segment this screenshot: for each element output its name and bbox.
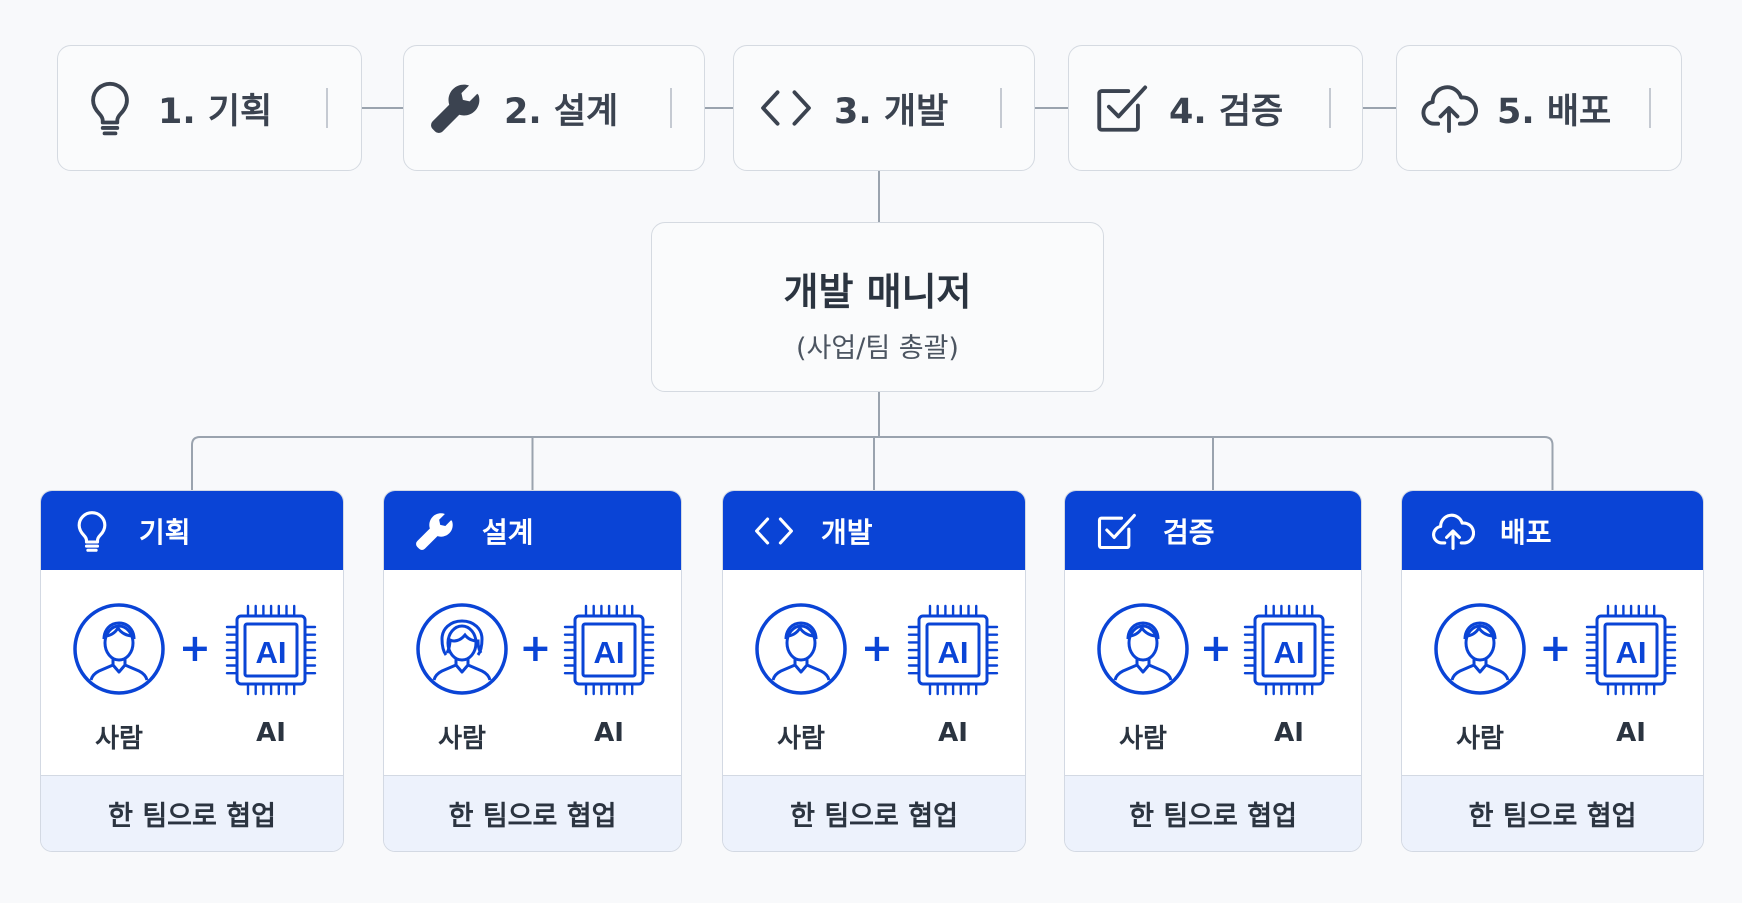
human-label: 사람 xyxy=(1456,724,1504,754)
stage-divider xyxy=(670,88,672,128)
team-title: 검증 xyxy=(1163,515,1215,549)
plus-sign: + xyxy=(519,626,552,670)
team-header: 기획 xyxy=(41,491,343,570)
team-card-5: 배포 + AI 사람 AI 한 팀으로 협업 xyxy=(1401,490,1704,852)
team-body: + AI 사람 AI xyxy=(1402,570,1703,766)
plus-sign: + xyxy=(179,626,211,670)
stage-box-2: 2. 설계 xyxy=(403,45,705,171)
ai-label: AI xyxy=(256,718,286,748)
ai-chip-text: AI xyxy=(594,635,625,670)
ai-label: AI xyxy=(1274,718,1304,748)
human-label: 사람 xyxy=(95,724,143,754)
lightbulb-icon xyxy=(80,78,140,138)
team-header: 배포 xyxy=(1402,491,1703,570)
ai-chip-icon: AI xyxy=(561,602,657,698)
manager-title: 개발 매니저 xyxy=(783,270,972,314)
stage-divider xyxy=(1000,88,1002,128)
checkbox-icon xyxy=(1091,78,1151,138)
human-label: 사람 xyxy=(777,724,825,754)
stage-box-5: 5. 배포 xyxy=(1396,45,1682,171)
team-body: + AI 사람 AI xyxy=(723,570,1025,766)
stage-label: 5. 배포 xyxy=(1497,91,1612,132)
team-body: + AI 사람 AI xyxy=(384,570,681,766)
ai-chip-text: AI xyxy=(1274,635,1305,670)
team-title: 개발 xyxy=(821,515,873,549)
team-title: 기획 xyxy=(139,515,191,549)
human-label: 사람 xyxy=(1119,724,1167,754)
ai-chip-icon: AI xyxy=(1241,602,1337,698)
stage-label: 2. 설계 xyxy=(504,91,619,132)
team-footer: 한 팀으로 협업 xyxy=(723,775,1025,851)
ai-chip-text: AI xyxy=(938,635,969,670)
ai-label: AI xyxy=(1616,718,1646,748)
manager-box: 개발 매니저 (사업/팀 총괄) xyxy=(651,222,1104,392)
plus-sign: + xyxy=(1539,626,1572,670)
male-avatar-icon xyxy=(73,603,165,695)
team-card-3: 개발 + AI 사람 AI 한 팀으로 협업 xyxy=(722,490,1026,852)
team-header: 검증 xyxy=(1065,491,1361,570)
cloud-upload-icon xyxy=(1430,508,1476,554)
team-header: 개발 xyxy=(723,491,1025,570)
ai-chip-text: AI xyxy=(256,635,287,670)
team-body: + AI 사람 AI xyxy=(1065,570,1361,766)
ai-label: AI xyxy=(938,718,968,748)
plus-sign: + xyxy=(1200,626,1232,670)
code-icon xyxy=(751,508,797,554)
male-avatar-icon xyxy=(1434,603,1526,695)
stage-divider xyxy=(326,88,328,128)
team-title: 설계 xyxy=(482,515,534,549)
stage-label: 3. 개발 xyxy=(834,91,949,132)
stage-box-1: 1. 기획 xyxy=(57,45,362,171)
ai-chip-icon: AI xyxy=(1583,602,1679,698)
ai-chip-text: AI xyxy=(1616,635,1647,670)
team-header: 설계 xyxy=(384,491,681,570)
human-label: 사람 xyxy=(438,724,486,754)
manager-subtitle: (사업/팀 총괄) xyxy=(796,333,959,364)
wrench-icon xyxy=(426,78,486,138)
checkbox-icon xyxy=(1093,508,1139,554)
ai-chip-icon: AI xyxy=(223,602,319,698)
stage-label: 4. 검증 xyxy=(1169,91,1284,132)
male-avatar-icon xyxy=(1097,603,1189,695)
stage-box-3: 3. 개발 xyxy=(733,45,1035,171)
team-card-4: 검증 + AI 사람 AI 한 팀으로 협업 xyxy=(1064,490,1362,852)
team-footer: 한 팀으로 협업 xyxy=(384,775,681,851)
wrench-icon xyxy=(412,508,458,554)
team-title: 배포 xyxy=(1500,515,1552,549)
ai-label: AI xyxy=(594,718,624,748)
team-body: + AI 사람 AI xyxy=(41,570,343,766)
stage-divider xyxy=(1329,88,1331,128)
cloud-upload-icon xyxy=(1419,78,1479,138)
plus-sign: + xyxy=(861,626,893,670)
lightbulb-icon xyxy=(69,508,115,554)
stage-divider xyxy=(1649,88,1651,128)
stage-label: 1. 기획 xyxy=(158,91,273,132)
male-avatar-icon xyxy=(755,603,847,695)
code-icon xyxy=(756,78,816,138)
team-footer: 한 팀으로 협업 xyxy=(41,775,343,851)
team-footer: 한 팀으로 협업 xyxy=(1402,775,1703,851)
team-footer: 한 팀으로 협업 xyxy=(1065,775,1361,851)
female-avatar-icon xyxy=(416,603,508,695)
team-card-1: 기획 + AI 사람 AI 한 팀으로 협업 xyxy=(40,490,344,852)
bus-line xyxy=(191,436,1554,490)
stage-box-4: 4. 검증 xyxy=(1068,45,1363,171)
team-card-2: 설계 + AI 사람 AI 한 팀으로 협업 xyxy=(383,490,682,852)
ai-chip-icon: AI xyxy=(905,602,1001,698)
